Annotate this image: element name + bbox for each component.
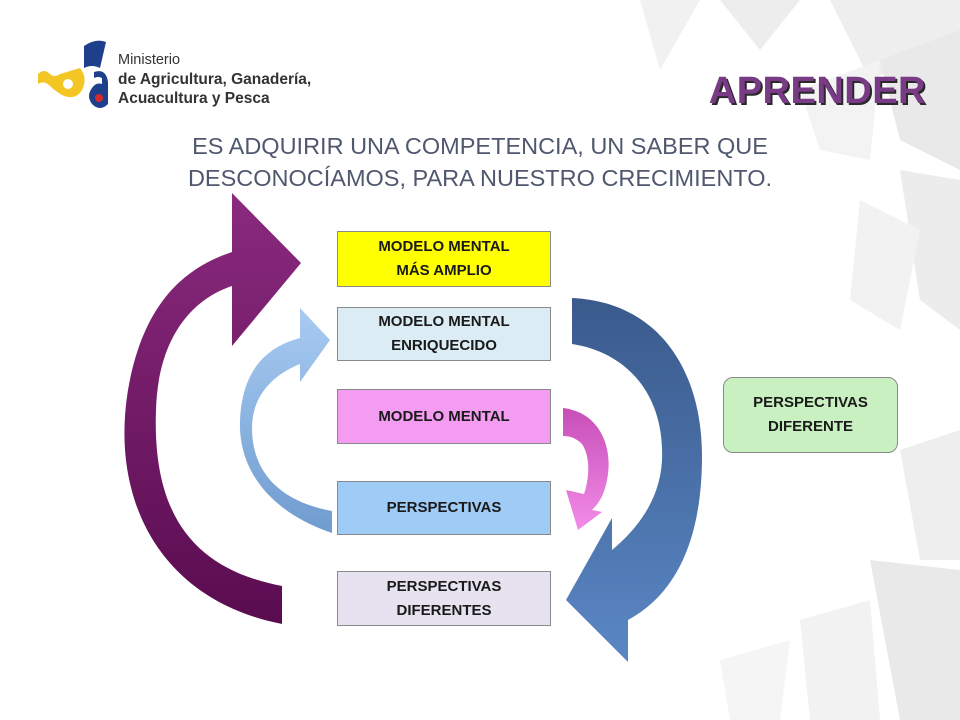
ministry-logo-icon	[38, 40, 108, 108]
subtitle: ES ADQUIRIR UNA COMPETENCIA, UN SABER QU…	[187, 133, 773, 191]
box-modelo-mental-enriquecido: MODELO MENTAL ENRIQUECIDO	[337, 307, 551, 361]
box-label: MODELO MENTAL MÁS AMPLIO	[378, 238, 510, 279]
org-name-line-3: Acuacultura y Pesca	[118, 90, 270, 107]
box-label: PERSPECTIVAS DIFERENTE	[753, 394, 868, 435]
box-modelo-mental: MODELO MENTAL	[337, 389, 551, 444]
box-modelo-mental-mas-amplio: MODELO MENTAL MÁS AMPLIO	[337, 231, 551, 287]
dark-blue-arrow	[566, 298, 702, 662]
org-name-line-1: Ministerio	[118, 52, 181, 68]
box-label: PERSPECTIVAS DIFERENTES	[386, 577, 502, 619]
box-perspectivas-diferentes: PERSPECTIVAS DIFERENTES	[337, 571, 551, 626]
pink-arrow	[563, 408, 609, 530]
box-label: MODELO MENTAL	[378, 407, 510, 425]
light-blue-arrow	[239, 308, 332, 533]
box-perspectivas: PERSPECTIVAS	[337, 481, 551, 535]
box-label: PERSPECTIVAS	[386, 499, 502, 516]
org-name-line-2: de Agricultura, Ganadería,	[118, 71, 312, 88]
box-label: MODELO MENTAL ENRIQUECIDO	[378, 313, 510, 354]
page-title: APRENDER	[708, 70, 926, 112]
purple-arrow	[124, 193, 301, 624]
box-perspectivas-diferente: PERSPECTIVAS DIFERENTE	[723, 377, 898, 453]
